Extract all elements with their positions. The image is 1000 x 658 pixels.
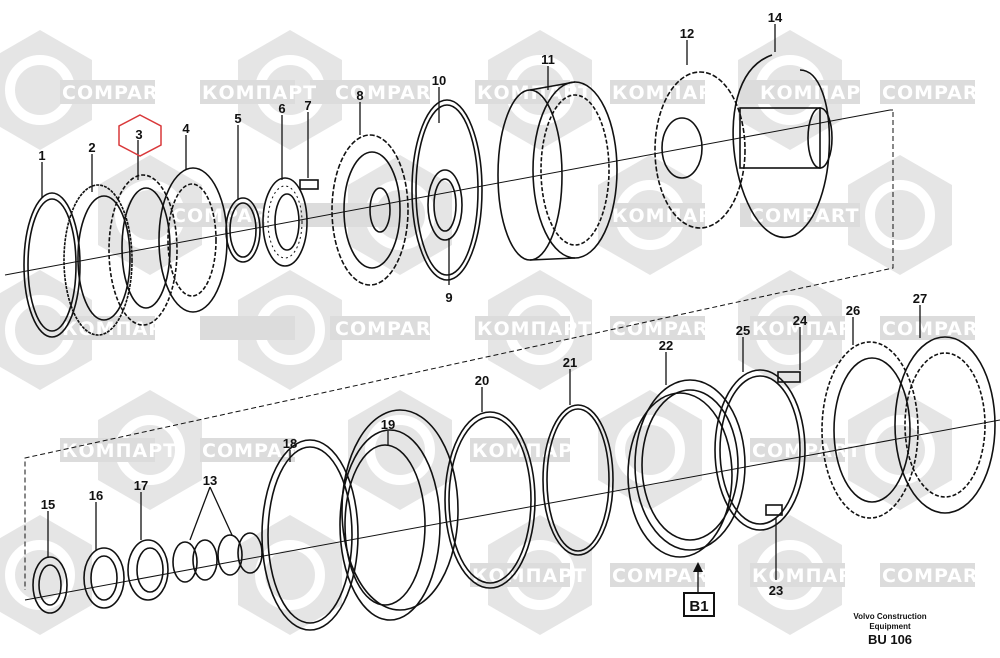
svg-text:КОМПАРТ: КОМПАРТ (62, 318, 177, 340)
part-label-4[interactable]: 4 (182, 121, 190, 136)
svg-text:КОМПАРТ: КОМПАРТ (472, 565, 587, 587)
part-24-screw (777, 371, 801, 383)
arrow-up-icon (693, 562, 703, 572)
part-label-3[interactable]: 3 (135, 127, 142, 142)
part-7-pin (299, 179, 319, 190)
lower-assembly (32, 336, 996, 631)
part-22-housing (627, 379, 746, 558)
svg-text:КОМПАРТ: КОМПАРТ (752, 318, 867, 340)
part-8-planet-carrier (331, 134, 409, 286)
part-label-12[interactable]: 12 (680, 26, 694, 41)
part-2-disc (63, 184, 133, 336)
part-label-15[interactable]: 15 (41, 497, 55, 512)
part-label-21[interactable]: 21 (563, 355, 577, 370)
svg-text:COMPART: COMPART (752, 440, 862, 462)
part-5-ring (225, 197, 261, 263)
part-27-disc (894, 336, 996, 514)
svg-text:КОМПАРТ: КОМПАРТ (477, 318, 592, 340)
part-label-18[interactable]: 18 (283, 436, 297, 451)
part-label-5[interactable]: 5 (234, 111, 241, 126)
axis-lines (4, 109, 1000, 601)
part-19-piston (339, 409, 459, 621)
part-label-19[interactable]: 19 (381, 417, 395, 432)
svg-text:COMPART: COMPART (750, 205, 860, 227)
part-9-washer (427, 169, 463, 241)
part-label-27[interactable]: 27 (913, 291, 927, 306)
part-label-1[interactable]: 1 (38, 148, 45, 163)
part-12-gear-shaft (654, 71, 833, 229)
part-17-bearing-ring (127, 539, 169, 601)
view-reference-label: B1 (689, 598, 708, 615)
svg-text:КОМПАРТ: КОМПАРТ (62, 440, 177, 462)
part-label-14[interactable]: 14 (768, 10, 783, 25)
svg-text:COMPART: COMPART (62, 82, 172, 104)
part-15-seal (32, 556, 68, 614)
svg-text:COMPART: COMPART (335, 318, 445, 340)
part-21-seal-ring (542, 404, 614, 556)
part-3-disc (108, 174, 178, 326)
part-11-ring-gear (497, 81, 618, 261)
drawing-code: BU 106 (867, 632, 913, 647)
part-label-11[interactable]: 11 (541, 52, 555, 67)
part-label-9[interactable]: 9 (445, 290, 452, 305)
part-1-snap-ring (23, 192, 81, 338)
part-labels: 1 2 3 4 5 6 7 8 9 10 11 12 13 14 15 16 1… (38, 10, 927, 598)
svg-text:COMPART: COMPART (335, 82, 445, 104)
part-label-2[interactable]: 2 (88, 140, 95, 155)
svg-text:КОМПАРТ: КОМПАРТ (612, 205, 727, 227)
svg-text:КОМПАРТ: КОМПАРТ (477, 82, 592, 104)
leader-lines (41, 24, 921, 580)
svg-text:COMPART: COMPART (612, 318, 722, 340)
part-label-25[interactable]: 25 (736, 323, 750, 338)
part-label-8[interactable]: 8 (356, 88, 363, 103)
svg-text:COMPART: COMPART (882, 82, 992, 104)
view-reference-b1[interactable]: B1 (683, 562, 715, 617)
part-label-17[interactable]: 17 (134, 478, 148, 493)
credit-line-1: Volvo Construction (853, 612, 927, 621)
part-25-spring-ring (714, 369, 806, 531)
part-23-spring (765, 504, 783, 516)
part-20-seal-ring (444, 411, 536, 589)
svg-text:КОМПАРТ: КОМПАРТ (760, 82, 875, 104)
part-label-10[interactable]: 10 (432, 73, 446, 88)
part-label-7[interactable]: 7 (304, 98, 311, 113)
svg-text:КОМПАРТ: КОМПАРТ (752, 565, 867, 587)
part-label-22[interactable]: 22 (659, 338, 673, 353)
svg-text:КОМПАРТ: КОМПАРТ (472, 440, 587, 462)
part-18-snap-ring (261, 439, 359, 631)
part-label-24[interactable]: 24 (793, 313, 808, 328)
svg-text:COMPART: COMPART (172, 205, 282, 227)
part-26-disc (821, 341, 919, 519)
part-label-23[interactable]: 23 (769, 583, 783, 598)
part-label-26[interactable]: 26 (846, 303, 860, 318)
watermark-layer: COMPART КОМПАРТ COMPART КОМПАРТ КОМПАРТ … (0, 30, 992, 635)
part-16-bearing (83, 547, 125, 609)
part-14-snap-ring (732, 54, 831, 239)
part-label-16[interactable]: 16 (89, 488, 103, 503)
svg-text:КОМПАРТ: КОМПАРТ (202, 82, 317, 104)
credit-line-2: Equipment (869, 622, 911, 631)
upper-assembly (23, 54, 833, 338)
part-label-6[interactable]: 6 (278, 101, 285, 116)
part-label-13[interactable]: 13 (203, 473, 217, 488)
svg-text:COMPART: COMPART (882, 565, 992, 587)
part-6-bearing (262, 177, 308, 267)
part-10-ring (411, 99, 483, 281)
highlight-hexagon (118, 114, 162, 157)
svg-text:COMPART: COMPART (612, 565, 722, 587)
part-label-20[interactable]: 20 (475, 373, 489, 388)
svg-text:COMPART: COMPART (882, 318, 992, 340)
